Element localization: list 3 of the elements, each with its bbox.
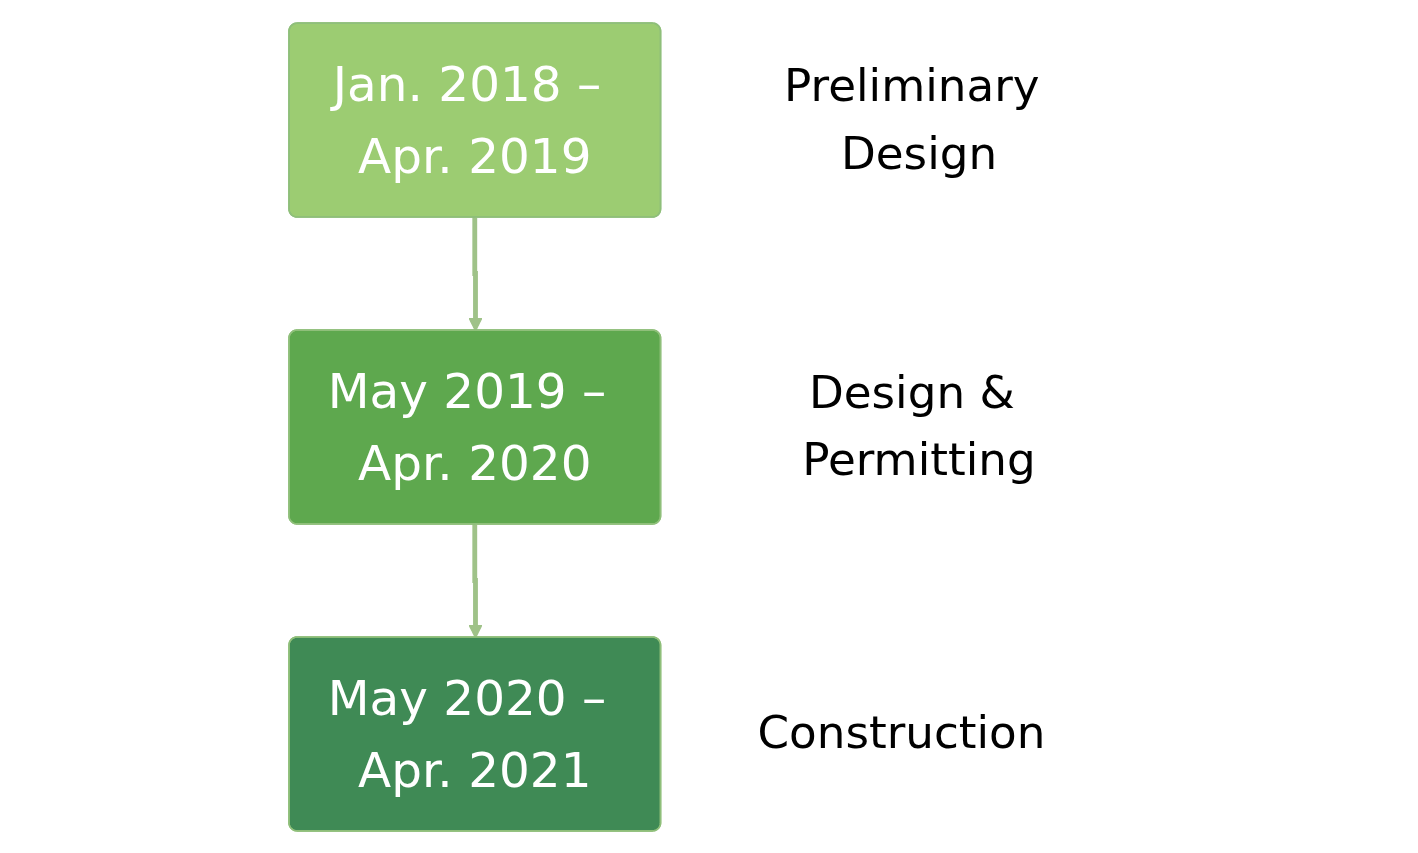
node-label: Preliminary Design (784, 58, 1040, 180)
node-label: Construction (757, 705, 1046, 760)
node-label: Design & Permitting (802, 365, 1036, 487)
